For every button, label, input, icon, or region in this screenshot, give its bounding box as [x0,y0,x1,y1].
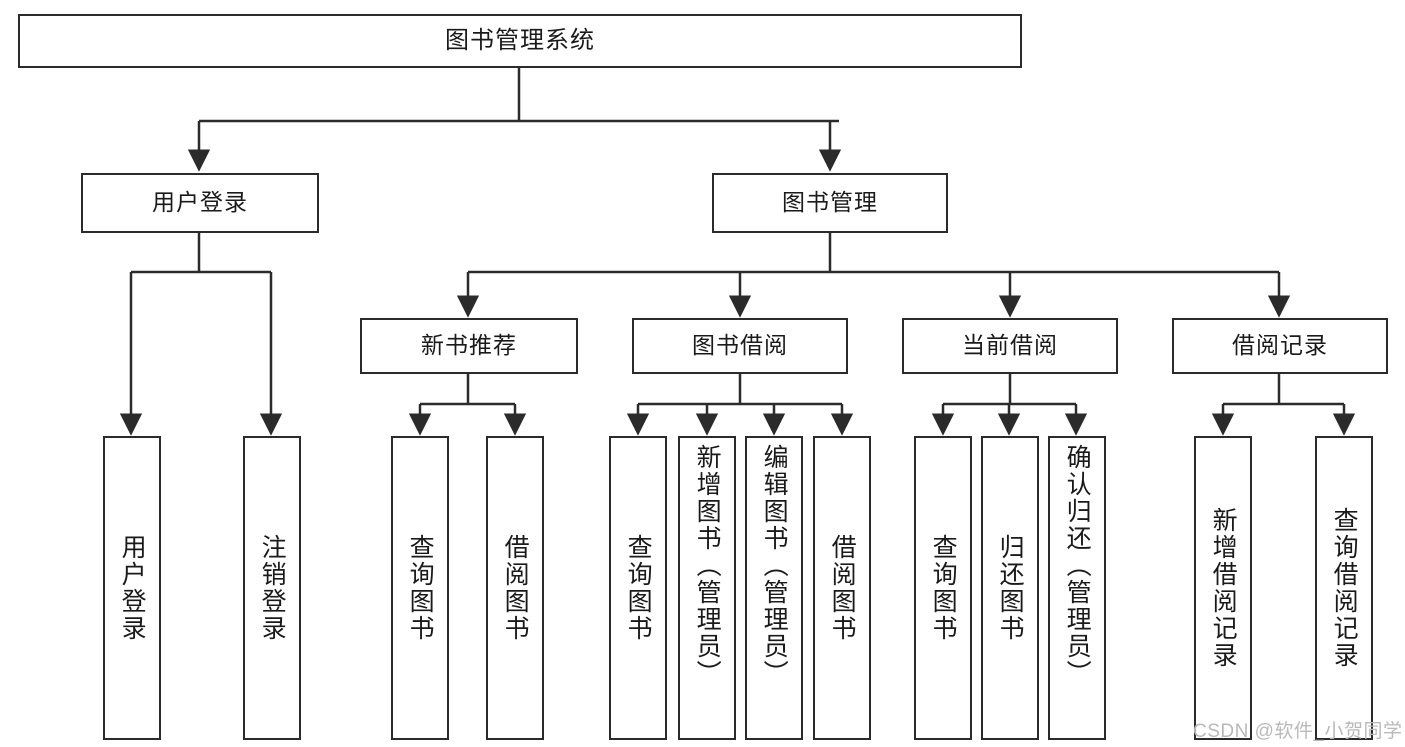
node-label: 编辑图书（管理员） [760,444,789,687]
node-label: 注销登录 [258,534,287,642]
node-label: 图书借阅 [692,332,788,359]
leaf-record-add-borrow-record[interactable]: 新增借阅记录 [1194,436,1252,740]
node-label: 借阅图书 [501,534,530,642]
node-label: 查询图书 [624,534,653,642]
leaf-current-return-book[interactable]: 归还图书 [981,436,1039,740]
node-borrow-record[interactable]: 借阅记录 [1172,318,1388,374]
node-label: 用户登录 [118,534,147,642]
node-label: 当前借阅 [962,332,1058,359]
node-label: 归还图书 [996,534,1025,642]
leaf-borrow-query-book[interactable]: 查询图书 [609,436,667,740]
node-root-book-management-system[interactable]: 图书管理系统 [18,14,1022,68]
node-label: 借阅图书 [828,534,857,642]
leaf-record-query-borrow-record[interactable]: 查询借阅记录 [1315,436,1373,740]
node-book-management[interactable]: 图书管理 [712,173,948,233]
csdn-watermark: CSDN @软件_小贺同学 [1193,721,1403,742]
node-label: 确认归还（管理员） [1063,444,1092,687]
leaf-recommend-borrow-book[interactable]: 借阅图书 [486,436,544,740]
node-label: 新增借阅记录 [1209,507,1238,669]
node-new-book-recommend[interactable]: 新书推荐 [360,318,578,374]
node-current-borrow[interactable]: 当前借阅 [902,318,1118,374]
node-label: 查询图书 [929,534,958,642]
leaf-borrow-lend-book[interactable]: 借阅图书 [813,436,871,740]
node-label: 用户登录 [152,189,248,216]
node-user-login[interactable]: 用户登录 [81,173,319,233]
node-book-borrow[interactable]: 图书借阅 [632,318,848,374]
leaf-current-confirm-return-admin[interactable]: 确认归还（管理员） [1048,436,1106,740]
node-label: 借阅记录 [1232,332,1328,359]
node-label: 图书管理系统 [445,26,595,54]
leaf-borrow-add-book-admin[interactable]: 新增图书（管理员） [678,436,736,740]
node-label: 图书管理 [782,189,878,216]
node-label: 查询图书 [406,534,435,642]
node-label: 查询借阅记录 [1330,507,1359,669]
leaf-recommend-query-book[interactable]: 查询图书 [391,436,449,740]
leaf-current-query-book[interactable]: 查询图书 [914,436,972,740]
leaf-user-login[interactable]: 用户登录 [103,436,161,740]
leaf-borrow-edit-book-admin[interactable]: 编辑图书（管理员） [745,436,803,740]
node-label: 新增图书（管理员） [693,444,722,687]
node-label: 新书推荐 [421,332,517,359]
leaf-user-logout[interactable]: 注销登录 [243,436,301,740]
